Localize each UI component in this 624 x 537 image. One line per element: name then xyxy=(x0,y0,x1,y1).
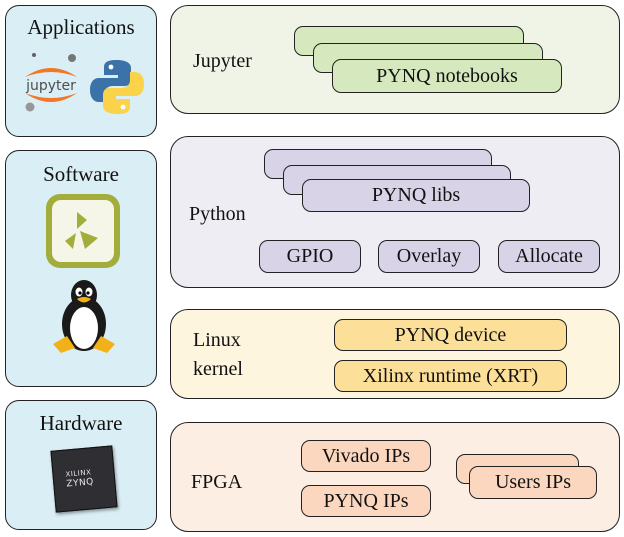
fpga-layer: FPGA Vivado IPs PYNQ IPs Users IPs xyxy=(170,422,620,532)
software-title: Software xyxy=(43,162,119,186)
pynq-logo-icon xyxy=(46,194,120,268)
python-layer-label: Python xyxy=(189,203,246,225)
python-layer: Python PYNQ libs GPIO Overlay Allocate xyxy=(170,136,620,288)
xrt-box: Xilinx runtime (XRT) xyxy=(334,360,567,392)
pynq-ips-box: PYNQ IPs xyxy=(301,485,431,517)
overlay-box: Overlay xyxy=(378,240,480,273)
pynq-notebooks-box: PYNQ notebooks xyxy=(332,59,562,93)
jupyter-layer: Jupyter PYNQ notebooks xyxy=(170,5,620,114)
software-panel: Software xyxy=(5,150,157,387)
linux-layer-label-line2: kernel xyxy=(193,358,243,380)
pynq-device-box: PYNQ device xyxy=(334,319,567,351)
python-icon xyxy=(90,60,144,114)
jupyter-layer-label: Jupyter xyxy=(193,50,252,72)
linux-layer-label-line1: Linux xyxy=(193,329,241,351)
applications-title: Applications xyxy=(27,15,135,39)
fpga-layer-label: FPGA xyxy=(191,471,243,493)
linux-kernel-layer: Linux kernel PYNQ device Xilinx runtime … xyxy=(170,309,620,399)
hardware-panel: Hardware XILINX ZYNQ xyxy=(5,400,157,530)
applications-panel: Applications jupyter xyxy=(5,5,157,137)
vivado-ips-box: Vivado IPs xyxy=(301,440,431,472)
gpio-box: GPIO xyxy=(259,240,361,273)
users-ips-box: Users IPs xyxy=(469,466,597,499)
zynq-chip-icon: XILINX ZYNQ xyxy=(50,445,118,513)
allocate-box: Allocate xyxy=(498,240,600,273)
jupyter-icon: jupyter xyxy=(25,53,77,112)
linux-tux-icon xyxy=(53,280,115,353)
hardware-title: Hardware xyxy=(39,411,123,435)
chip-line-2: ZYNQ xyxy=(65,477,95,490)
pynq-libs-box: PYNQ libs xyxy=(302,179,530,212)
jupyter-logo-text: jupyter xyxy=(25,78,76,94)
